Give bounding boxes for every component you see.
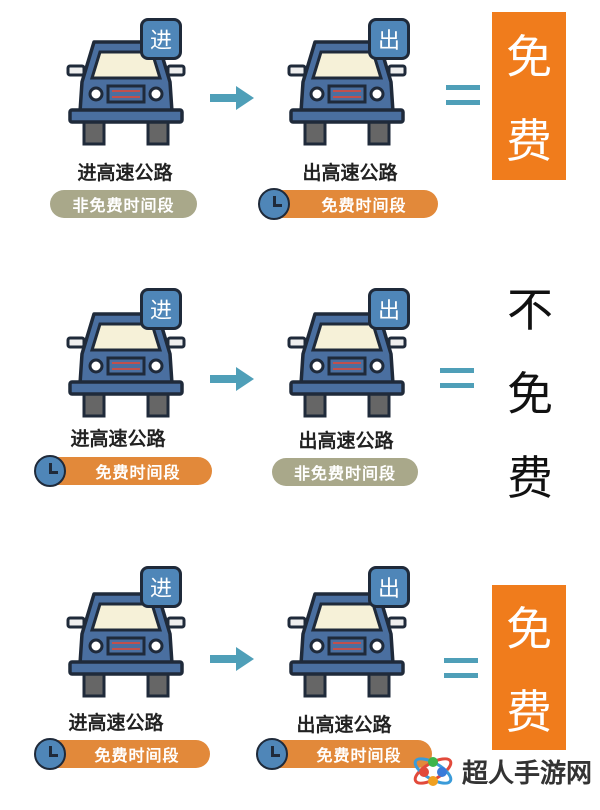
- car-icon: [285, 36, 409, 148]
- result-free-box: 免 费: [492, 585, 566, 750]
- clock-icon: [256, 738, 288, 770]
- car-icon: [64, 308, 188, 420]
- arrow-icon: [210, 86, 254, 110]
- arrow-icon: [210, 647, 254, 671]
- result-char: 免: [506, 30, 552, 84]
- enter-label: 进高速公路: [68, 712, 164, 734]
- clock-icon: [258, 188, 290, 220]
- result-char: 免: [507, 367, 553, 421]
- enter-label: 进高速公路: [70, 428, 166, 450]
- exit-label: 出高速公路: [298, 430, 394, 452]
- watermark-logo-icon: [413, 757, 453, 786]
- arrow-icon: [210, 367, 254, 391]
- clock-icon: [34, 455, 66, 487]
- watermark: 超人手游网: [410, 748, 592, 794]
- row-1: 进 进高速公路 非免费时间段 出 出高速公路 免费时间段 免 费: [0, 0, 600, 260]
- result-char: 费: [506, 114, 552, 168]
- car-icon: [64, 588, 188, 700]
- enter-label: 进高速公路: [77, 162, 173, 184]
- car-icon: [285, 588, 409, 700]
- enter-period-pill: 非免费时间段: [50, 190, 197, 218]
- enter-period-pill: 免费时间段: [44, 457, 212, 485]
- enter-badge: 进: [140, 566, 182, 608]
- result-char: 不: [507, 283, 553, 337]
- exit-period-pill: 免费时间段: [266, 740, 432, 768]
- result-char: 费: [507, 451, 553, 505]
- exit-badge: 出: [368, 18, 410, 60]
- enter-badge: 进: [140, 18, 182, 60]
- car-icon: [285, 308, 409, 420]
- row-2: 进 进高速公路 免费时间段 出 出高速公路 非免费时间段 不 免 费: [0, 270, 600, 530]
- equals-sign: [444, 658, 478, 678]
- equals-sign: [440, 368, 474, 388]
- exit-badge: 出: [368, 288, 410, 330]
- exit-badge: 出: [368, 566, 410, 608]
- exit-label: 出高速公路: [302, 162, 398, 184]
- row-3: 进 进高速公路 免费时间段 出 出高速公路 免费时间段 免 费: [0, 550, 600, 810]
- exit-label: 出高速公路: [296, 714, 392, 736]
- exit-period-pill: 非免费时间段: [272, 458, 418, 486]
- result-free-box: 免 费: [492, 12, 566, 180]
- watermark-text: 超人手游网: [462, 758, 593, 789]
- result-char: 费: [506, 684, 552, 739]
- clock-icon: [34, 738, 66, 770]
- enter-period-pill: 免费时间段: [44, 740, 210, 768]
- equals-sign: [446, 85, 480, 105]
- exit-period-pill: 免费时间段: [268, 190, 438, 218]
- result-char: 免: [506, 602, 552, 657]
- enter-badge: 进: [140, 288, 182, 330]
